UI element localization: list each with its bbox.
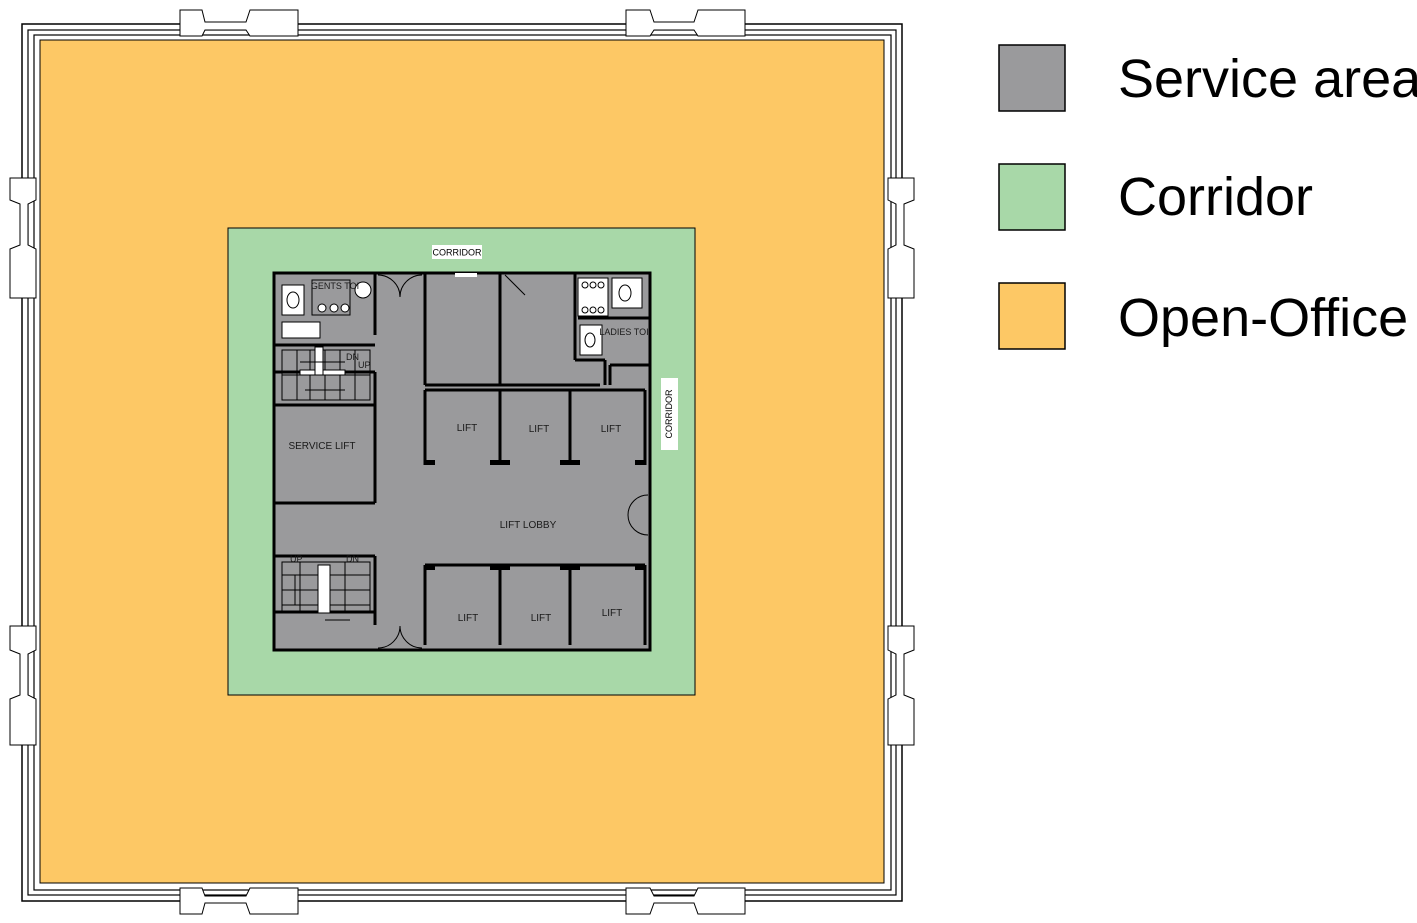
gents-toilet-label: GENTS TOI [311,281,359,291]
ladies-toilet-fixtures [577,277,643,356]
legend-item-service-area: Service area [998,44,1417,112]
legend-item-open-office: Open-Office [998,282,1408,350]
legend-swatch-open-office [998,282,1066,350]
lift-lobby-label: LIFT LOBBY [500,520,557,531]
service-core: DN UP UP DN GENTS TOI [272,271,652,652]
stair-top [281,346,371,401]
legend-swatch-service-area [998,44,1066,112]
corridor-top-tag: CORRIDOR [432,245,482,259]
svg-text:DN: DN [346,554,359,564]
legend-item-corridor: Corridor [998,163,1313,231]
svg-text:CORRIDOR: CORRIDOR [664,389,674,438]
corridor-right-tag: CORRIDOR [661,378,678,450]
lift-label-6: LIFT [602,608,623,619]
lift-label-5: LIFT [531,613,552,624]
service-lift-label: SERVICE LIFT [288,441,355,452]
legend-label-open-office: Open-Office [1118,288,1408,348]
gents-toilet-fixtures [281,279,372,339]
stair-bottom [281,561,371,621]
svg-text:UP: UP [290,554,303,564]
svg-text:UP: UP [358,360,371,370]
lift-label-1: LIFT [457,423,478,434]
ladies-toilet-label: LADIES TOI [599,327,648,337]
legend-swatch-corridor [998,163,1066,231]
svg-text:DN: DN [346,352,359,362]
svg-text:CORRIDOR: CORRIDOR [433,248,482,258]
perimeter-columns [9,9,915,915]
lift-label-2: LIFT [529,424,550,435]
lift-label-4: LIFT [458,613,479,624]
legend-label-service-area: Service area [1118,49,1417,109]
legend-label-corridor: Corridor [1118,167,1313,227]
lift-label-3: LIFT [601,424,622,435]
legend: Service area Corridor Open-Office [998,44,1417,350]
